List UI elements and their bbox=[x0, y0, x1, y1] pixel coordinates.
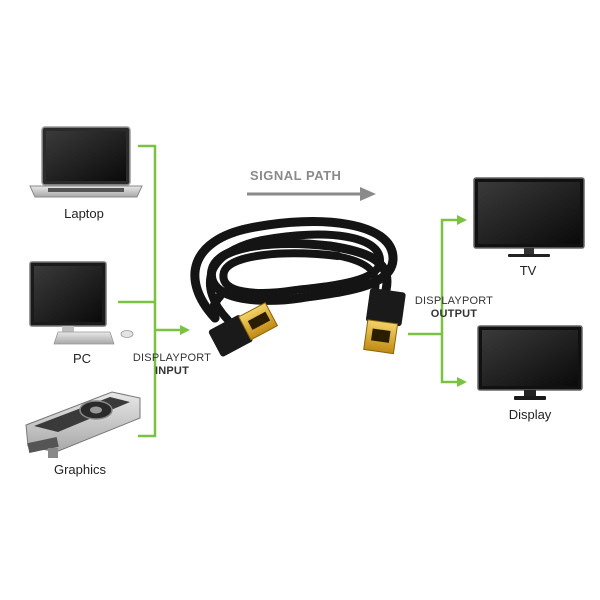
displayport-input-subtitle: INPUT bbox=[155, 365, 189, 377]
displayport-input-title: DISPLAYPORT bbox=[132, 352, 212, 364]
input-label-pc: PC bbox=[72, 351, 92, 366]
displayport-plug-right-icon bbox=[363, 288, 406, 355]
output-connector-lines bbox=[408, 215, 467, 387]
displayport-input-label: DISPLAYPORT INPUT bbox=[130, 352, 214, 378]
laptop-icon bbox=[29, 126, 143, 198]
displayport-plug-left-icon bbox=[208, 302, 279, 357]
signal-path-arrow bbox=[247, 187, 376, 201]
output-label-tv: TV bbox=[519, 263, 537, 278]
displayport-output-subtitle: OUTPUT bbox=[430, 308, 478, 320]
desktop-pc-icon bbox=[29, 261, 134, 345]
signal-path-label: SIGNAL PATH bbox=[250, 168, 342, 183]
input-label-graphics: Graphics bbox=[53, 462, 107, 477]
output-label-display: Display bbox=[508, 407, 552, 422]
monitor-icon bbox=[477, 325, 583, 400]
displayport-output-title: DISPLAYPORT bbox=[414, 295, 494, 307]
graphics-card-icon bbox=[25, 391, 141, 458]
input-connector-lines bbox=[118, 144, 190, 438]
input-label-laptop: Laptop bbox=[64, 206, 104, 221]
displayport-output-label: DISPLAYPORT OUTPUT bbox=[412, 295, 496, 321]
displayport-cable bbox=[190, 217, 398, 324]
tv-icon bbox=[473, 177, 585, 257]
